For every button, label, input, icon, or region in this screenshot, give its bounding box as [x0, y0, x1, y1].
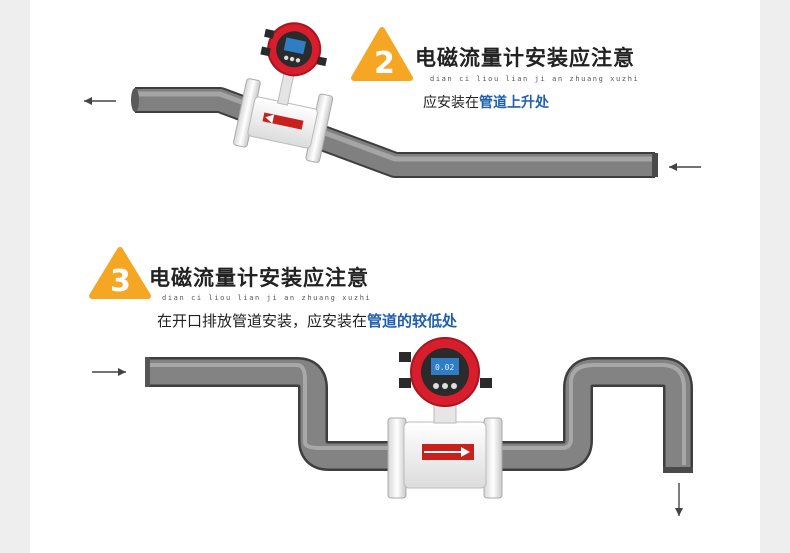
section2-note-text: 应安装在 [423, 95, 479, 111]
section2-pinyin: dian ci liou lian ji an zhuang xuzhi [430, 75, 640, 83]
flowmeter-rising [233, 22, 334, 163]
warning-triangle-icon [89, 247, 151, 299]
flowmeter-low-point: 0.02 [387, 337, 503, 499]
step-number-3: 3 [110, 264, 131, 299]
section3-note: 在开口排放管道安装，应安装在管道的较低处 [157, 310, 457, 331]
section2-note: 应安装在管道上升处 [423, 92, 549, 112]
flow-arrow-left-icon [669, 163, 701, 171]
section2-note-highlight: 管道上升处 [479, 95, 549, 111]
flow-arrow-right-icon [92, 368, 126, 376]
flow-arrow-down-icon [675, 483, 683, 516]
rising-pipe [131, 87, 658, 178]
trap-pipe [145, 357, 693, 473]
meter-display-value: 0.02 [435, 363, 454, 372]
step-number-2: 2 [374, 46, 395, 81]
section3-pinyin: dian ci liou lian ji an zhuang xuzhi [162, 294, 372, 302]
installation-diagram: 0.02 [84, 22, 701, 516]
installation-guide-page: 0.02 2 电磁流量计安装应注意 dian ci liou lian ji a… [30, 0, 760, 553]
section3-note-highlight: 管道的较低处 [367, 312, 458, 330]
section3-title: 电磁流量计安装应注意 [149, 266, 369, 290]
section2-title: 电磁流量计安装应注意 [415, 46, 635, 70]
warning-triangle-icon [351, 27, 413, 81]
flow-arrow-left-icon [84, 97, 116, 105]
section3-note-text: 在开口排放管道安装，应安装在 [157, 312, 368, 330]
